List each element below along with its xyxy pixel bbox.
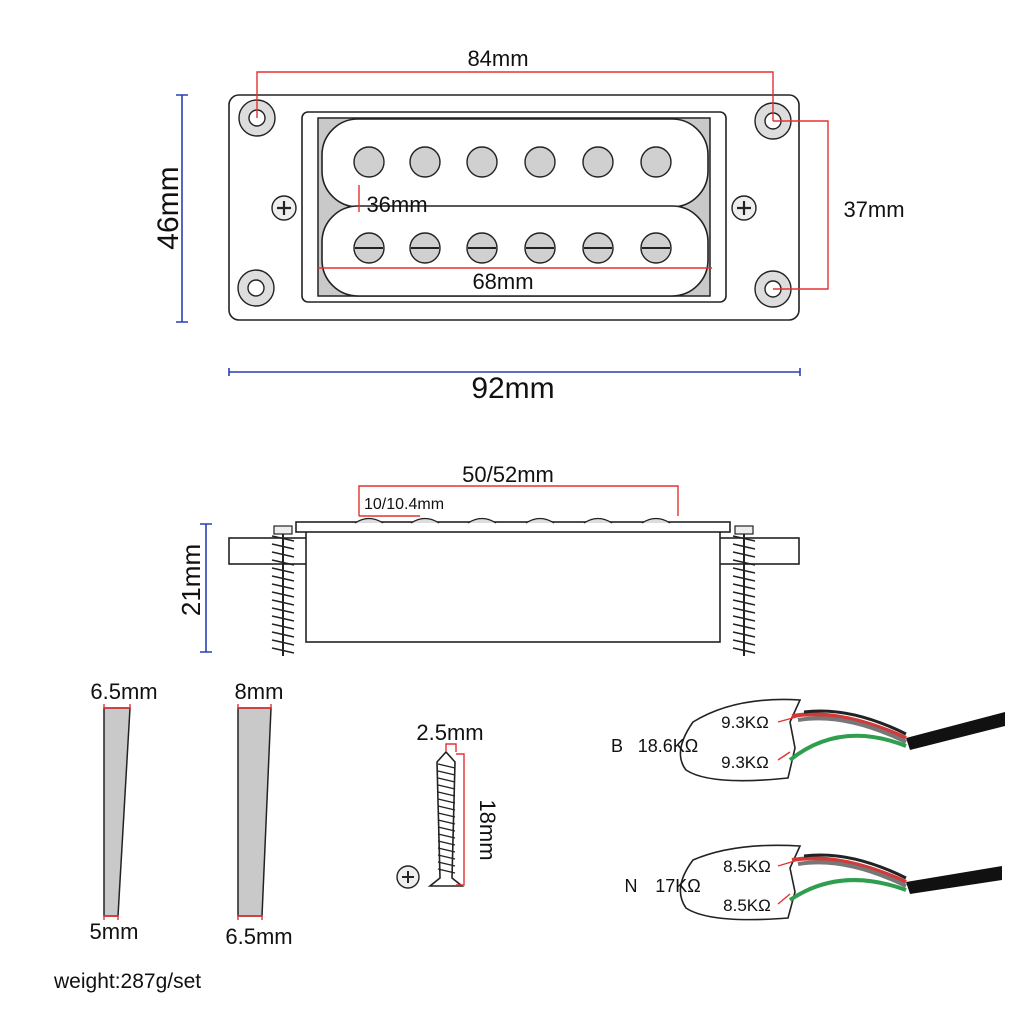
screw-thread [437, 805, 456, 811]
screw-thread [437, 861, 456, 867]
pole-screw [524, 232, 556, 264]
screw-thread [437, 784, 456, 790]
dim-10-10-4mm: 10/10.4mm [364, 496, 444, 513]
screw-thread [437, 763, 456, 769]
spring [732, 525, 756, 656]
corner-hole-bottom-left [237, 269, 275, 307]
dim-68mm: 68mm [472, 269, 533, 294]
screw-thread [437, 791, 456, 797]
spacer-large-bottom-label: 6.5mm [225, 924, 292, 949]
screw-thread [437, 777, 456, 783]
side-pole-top [354, 517, 384, 524]
wiring-b-coil-a: 9.3KΩ [721, 713, 769, 732]
pole-piece [353, 146, 385, 178]
pole-screw [353, 232, 385, 264]
springs [271, 525, 756, 656]
pole-screw [640, 232, 672, 264]
side-pole-top [583, 517, 613, 524]
weight-label: weight:287g/set [53, 970, 201, 993]
screw-thread [437, 847, 456, 853]
screw-head-icon [396, 865, 420, 889]
side-pole-tops [354, 517, 671, 524]
wiring-n-coil-a: 8.5KΩ [723, 857, 771, 876]
spacer-large-top-label: 8mm [235, 679, 284, 704]
screw-thread [437, 840, 456, 846]
dim-37mm: 37mm [843, 197, 904, 222]
pole-screw [582, 232, 614, 264]
side-pole-top [410, 517, 440, 524]
pole-piece [640, 146, 672, 178]
dim-46mm: 46mm [152, 166, 185, 249]
height-screw-left-icon [271, 195, 297, 221]
mounting-screw: 2.5mm 18mm [396, 720, 500, 889]
pole-piece [582, 146, 614, 178]
wiring-b-coil-b: 9.3KΩ [721, 753, 769, 772]
ring-cavity [301, 111, 727, 303]
spacer-small-top-label: 6.5mm [90, 679, 157, 704]
spring [271, 525, 295, 656]
pole-piece [524, 146, 556, 178]
side-cover [295, 521, 731, 533]
screw-threads [437, 763, 456, 874]
screw-thread [437, 826, 456, 832]
pole-piece [466, 146, 498, 178]
dim-84mm: 84mm [467, 46, 528, 71]
spacer-small-bottom-label: 5mm [90, 919, 139, 944]
side-view: 50/52mm 10/10.4mm 21mm [176, 462, 800, 656]
side-pole-top [467, 517, 497, 524]
wiring-neck: N 17KΩ 8.5KΩ 8.5KΩ [625, 844, 1002, 921]
screw-thread [437, 854, 456, 860]
side-body [305, 523, 721, 643]
dim-92mm: 92mm [471, 372, 554, 405]
height-screw-right-icon [731, 195, 757, 221]
screw-thread [437, 833, 456, 839]
screw-thread [437, 819, 456, 825]
spacer-small: 6.5mm 5mm [90, 679, 158, 944]
wiring-n-position: N [625, 876, 638, 896]
pole-screw [409, 232, 441, 264]
side-pole-top [641, 517, 671, 524]
coil-bottom [321, 205, 709, 297]
pole-piece [409, 146, 441, 178]
pole-screws-bottom [353, 232, 672, 264]
screw-thread [437, 798, 456, 804]
side-pole-top [525, 517, 555, 524]
screw-length-label: 18mm [475, 799, 500, 860]
screw-thread [437, 868, 456, 874]
screw-thread [437, 812, 456, 818]
wiring-b-total: 18.6KΩ [638, 736, 699, 756]
screw-diameter-label: 2.5mm [416, 720, 483, 745]
top-view: 84mm 46mm 36mm 68mm 37mm 92mm [152, 46, 905, 405]
dim-21mm: 21mm [176, 544, 206, 616]
screw-thread [437, 770, 456, 776]
pole-screw [466, 232, 498, 264]
wiring-n-coil-b: 8.5KΩ [723, 896, 771, 915]
wiring-bridge: B 18.6KΩ 9.3KΩ 9.3KΩ [611, 698, 1005, 782]
dim-36mm: 36mm [366, 192, 427, 217]
wiring-b-position: B [611, 736, 623, 756]
wiring-n-total: 17KΩ [655, 876, 700, 896]
spacer-large: 8mm 6.5mm [225, 679, 292, 949]
pole-pieces-top [353, 146, 672, 178]
dim-50-52mm: 50/52mm [462, 462, 554, 487]
